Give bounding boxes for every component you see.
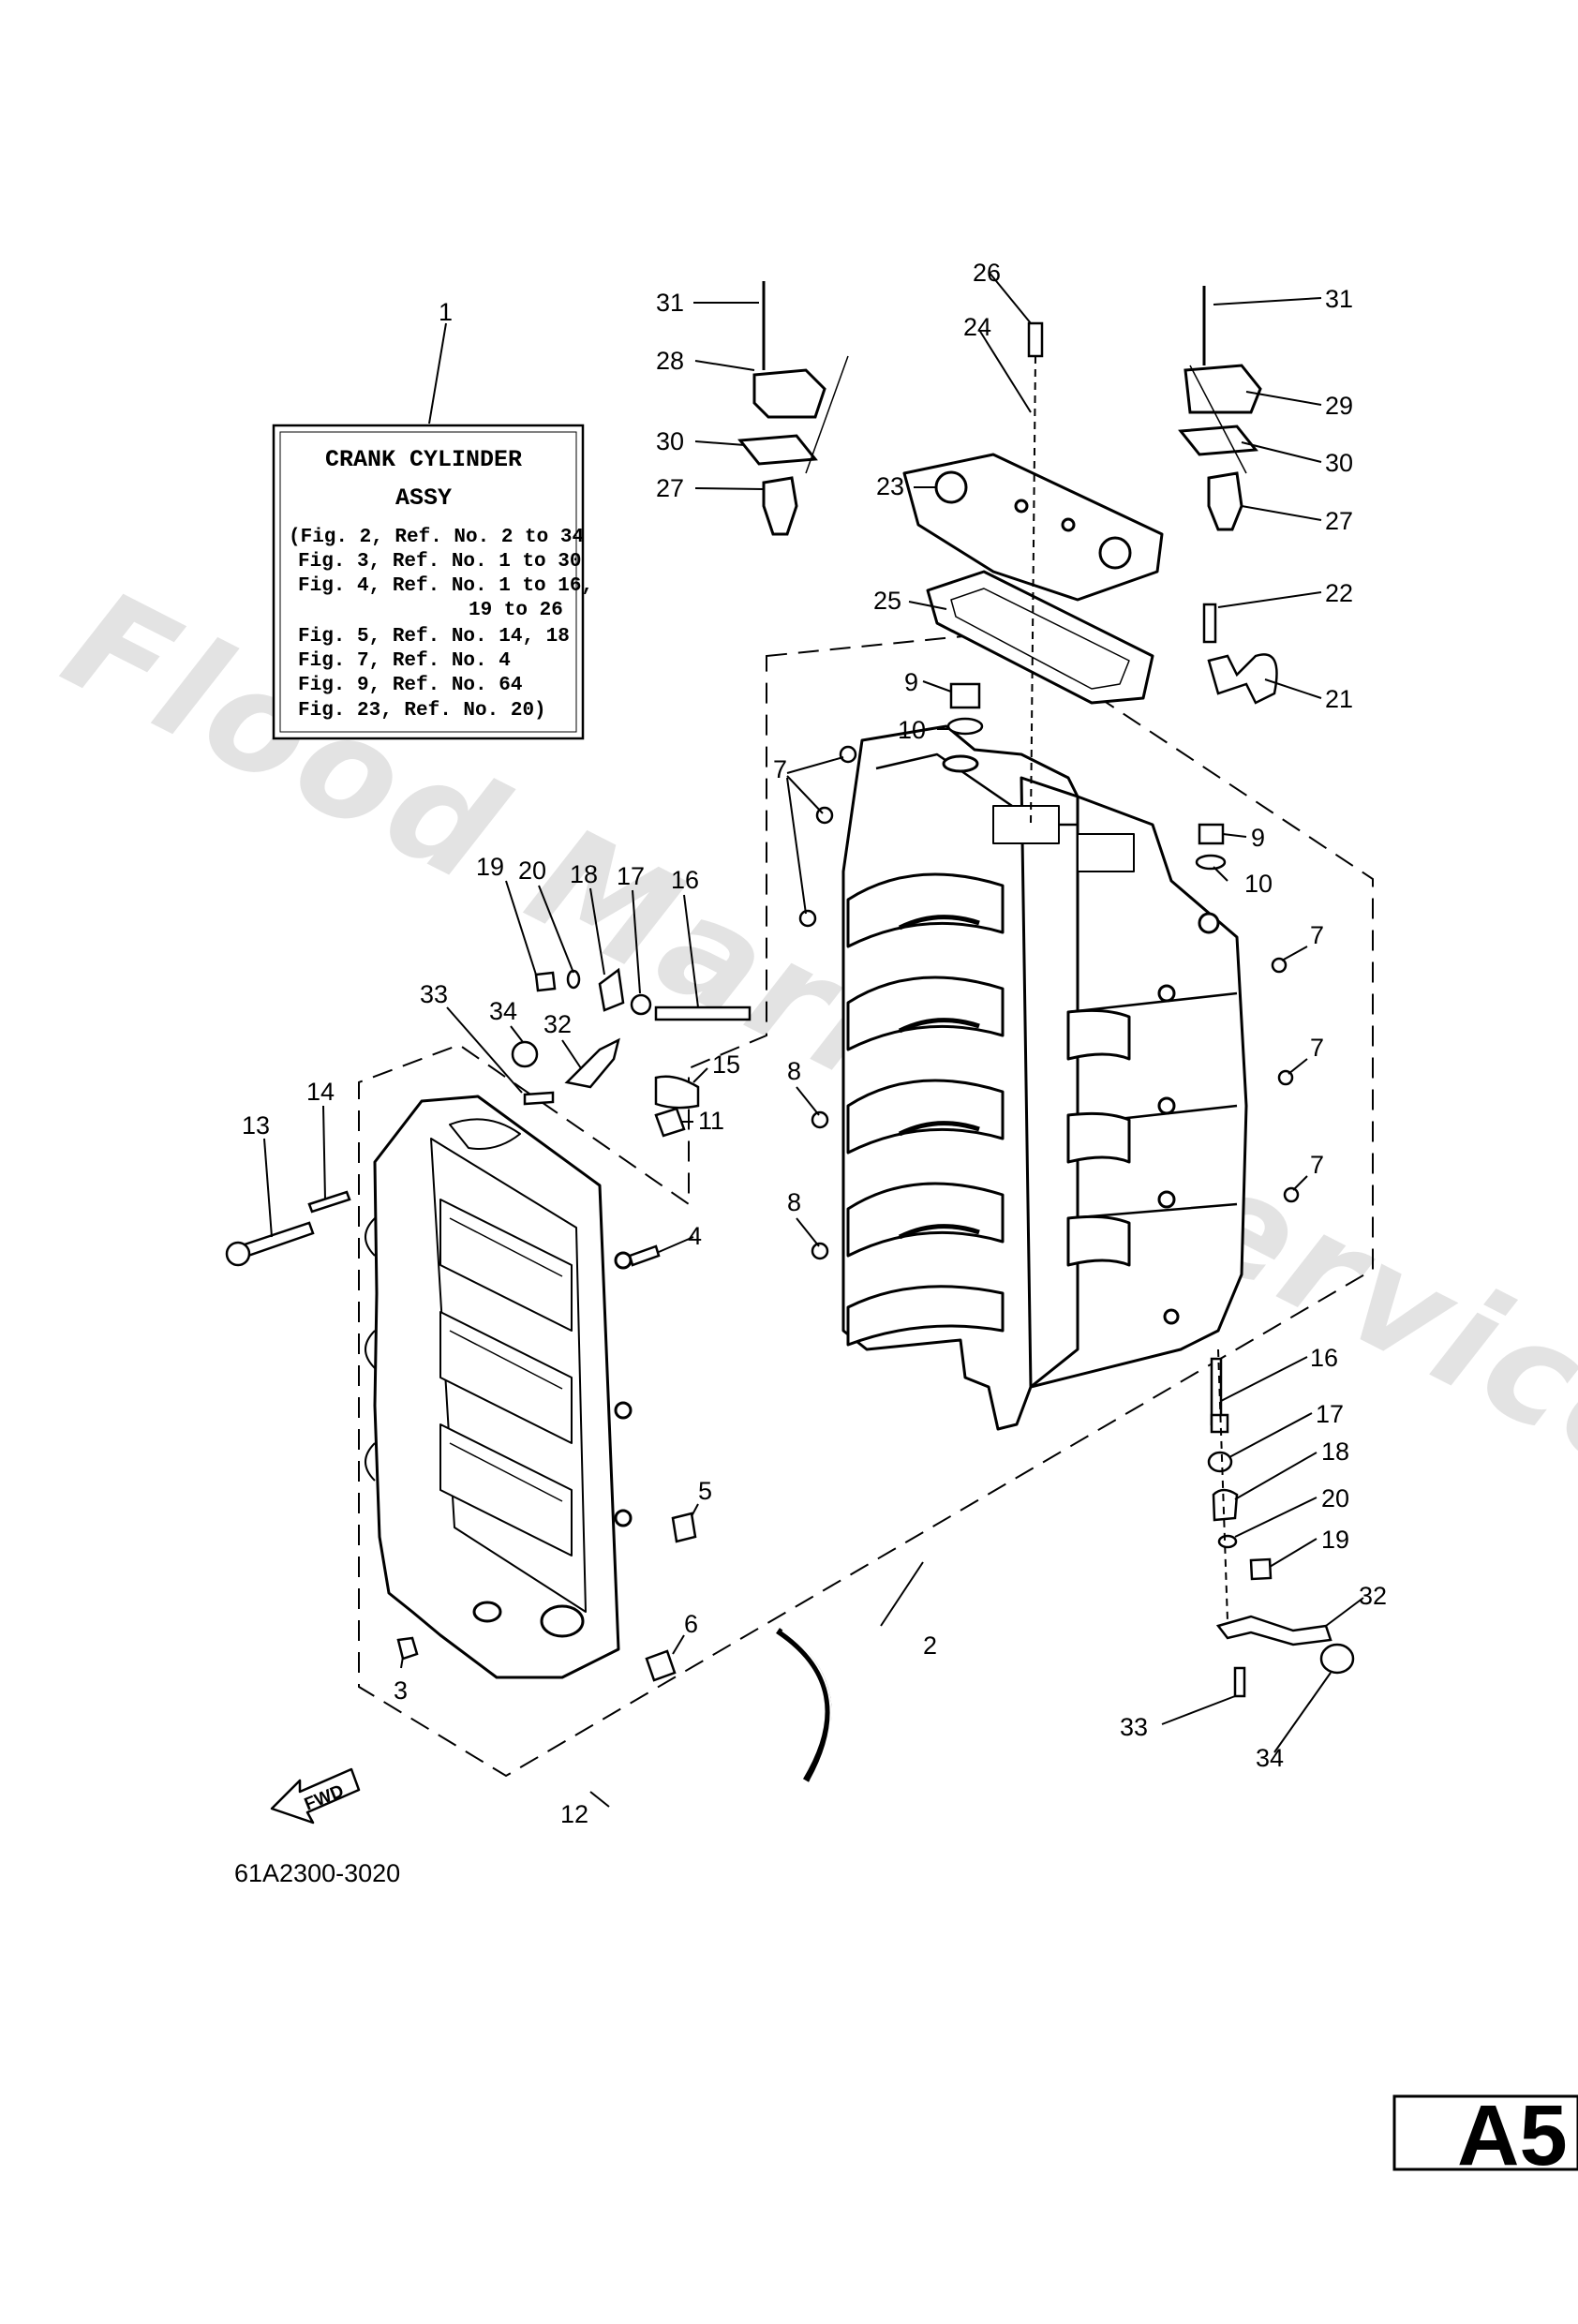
callout-22: 22 (1325, 579, 1353, 607)
thermostat-cover-right (1178, 286, 1262, 531)
callout-10: 10 (898, 716, 926, 744)
small-parts (225, 321, 1355, 1782)
callout-27: 27 (1325, 507, 1353, 535)
assembly-outline (358, 631, 1374, 1778)
callout-31: 31 (1325, 285, 1353, 313)
kit-box-ref-line: 19 to 26 (469, 600, 563, 621)
page-label: A5 (1457, 2088, 1568, 2183)
forward-direction-arrow: FWD (270, 1767, 361, 1825)
callout-4: 4 (688, 1222, 702, 1250)
kit-box-ref-line: Fig. 3, Ref. No. 1 to 30 (298, 551, 581, 573)
callout-17: 17 (1316, 1400, 1344, 1428)
callout-7: 7 (773, 755, 787, 783)
callout-26: 26 (973, 259, 1001, 287)
callout-15: 15 (712, 1050, 740, 1079)
callout-20: 20 (518, 857, 546, 885)
callout-labels: 1 31 28 30 27 26 24 23 25 31 29 30 27 22… (242, 259, 1387, 1828)
callout-17: 17 (617, 862, 645, 890)
callout-33: 33 (420, 980, 448, 1008)
callout-27: 27 (656, 474, 684, 502)
kit-box-ref-line: Fig. 5, Ref. No. 14, 18 (298, 626, 570, 648)
kit-box: CRANK CYLINDER ASSY (Fig. 2, Ref. No. 2 … (272, 322, 593, 740)
callout-32: 32 (543, 1010, 572, 1038)
callout-9: 9 (904, 668, 918, 696)
callout-16: 16 (1310, 1344, 1338, 1372)
thermostat-cover-left (737, 281, 826, 536)
callout-24: 24 (963, 313, 991, 341)
cover-gasket (926, 570, 1154, 705)
callout-20: 20 (1321, 1484, 1349, 1512)
crankcase (841, 724, 1248, 1431)
callout-19: 19 (1321, 1526, 1349, 1554)
callout-33: 33 (1120, 1713, 1148, 1741)
kit-box-frame (272, 424, 585, 740)
callout-7: 7 (1310, 921, 1324, 949)
callout-12: 12 (560, 1800, 588, 1828)
callout-18: 18 (1321, 1438, 1349, 1466)
callout-31: 31 (656, 289, 684, 317)
callout-3: 3 (394, 1676, 408, 1705)
figure-code: 61A2300-3020 (234, 1859, 400, 1887)
callout-8: 8 (787, 1188, 801, 1216)
callout-10: 10 (1244, 870, 1273, 898)
callout-11: 11 (698, 1107, 724, 1135)
callout-7: 7 (1310, 1151, 1324, 1179)
kit-box-ref-line: Fig. 7, Ref. No. 4 (298, 650, 511, 672)
callout-34: 34 (1256, 1744, 1284, 1772)
callout-13: 13 (242, 1111, 270, 1140)
callout-21: 21 (1325, 685, 1353, 713)
callout-23: 23 (876, 472, 904, 500)
callout-34: 34 (489, 997, 517, 1025)
leader-lines (263, 271, 1364, 1808)
callout-32: 32 (1359, 1582, 1387, 1610)
callout-2: 2 (923, 1631, 937, 1660)
callout-29: 29 (1325, 392, 1353, 420)
kit-box-title-2: ASSY (395, 484, 452, 512)
callout-1: 1 (439, 298, 453, 326)
callout-28: 28 (656, 347, 684, 375)
callout-7: 7 (1310, 1034, 1324, 1062)
callout-19: 19 (476, 853, 504, 881)
callout-6: 6 (684, 1610, 698, 1638)
kit-box-ref-line: (Fig. 2, Ref. No. 2 to 34 (289, 527, 584, 548)
callout-18: 18 (570, 860, 598, 888)
callout-30: 30 (656, 427, 684, 455)
callout-25: 25 (873, 587, 901, 615)
kit-box-title-1: CRANK CYLINDER (325, 446, 522, 473)
callout-16: 16 (671, 866, 699, 894)
kit-box-ref-line: Fig. 4, Ref. No. 1 to 16, (298, 575, 593, 597)
callout-14: 14 (306, 1078, 335, 1106)
callout-30: 30 (1325, 449, 1353, 477)
page-tab: A5 (1392, 2088, 1578, 2183)
crankcase-cover (365, 1095, 633, 1679)
kit-box-ref-line: Fig. 23, Ref. No. 20) (298, 700, 546, 722)
callout-8: 8 (787, 1057, 801, 1085)
callout-9: 9 (1251, 824, 1265, 852)
kit-box-ref-line: Fig. 9, Ref. No. 64 (298, 675, 522, 696)
callout-5: 5 (698, 1477, 712, 1505)
